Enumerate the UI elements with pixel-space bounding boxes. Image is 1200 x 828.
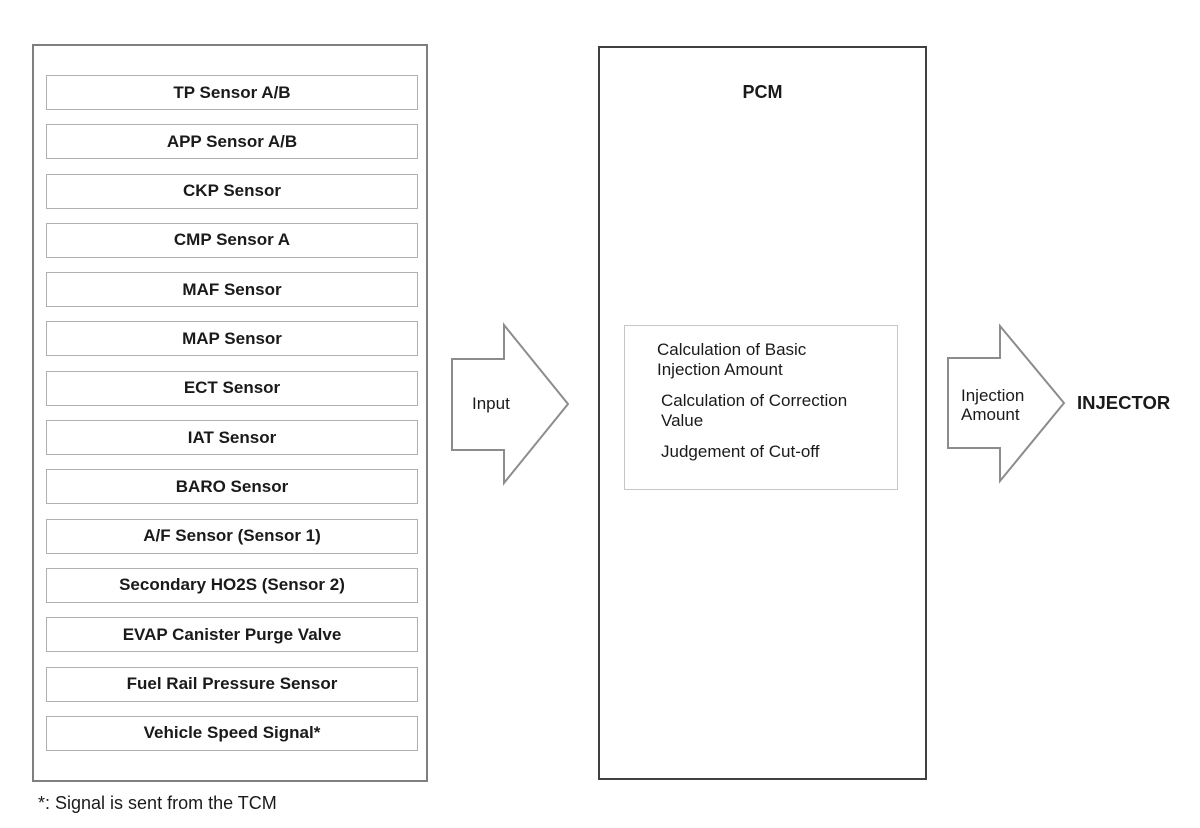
injector-label: INJECTOR [1077,392,1171,413]
sensor-label: MAF Sensor [182,279,282,299]
sensor-label: TP Sensor A/B [173,82,291,102]
sensor-box-ho2s: Secondary HO2S (Sensor 2) [46,567,418,603]
sensor-label: IAT Sensor [187,427,277,447]
sensor-label: CMP Sensor A [173,230,291,250]
sensor-box-map: MAP Sensor [46,321,418,357]
sensor-label: APP Sensor A/B [166,131,298,151]
pcm-function-basic-injection: Calculation of Basic Injection Amount [657,340,807,379]
pcm-function-box: Calculation of Basic Injection Amount Ca… [624,325,898,490]
sensor-box-cmp: CMP Sensor A [46,222,418,258]
sensor-label: MAP Sensor [182,328,282,348]
sensor-label: BARO Sensor [175,476,289,496]
injection-amount-arrow-icon [947,323,1066,484]
sensor-label: Secondary HO2S (Sensor 2) [119,575,345,595]
sensor-box-fuel-rail: Fuel Rail Pressure Sensor [46,666,418,702]
sensor-label: A/F Sensor (Sensor 1) [143,526,321,546]
sensor-label: Fuel Rail Pressure Sensor [126,674,338,694]
pcm-function-cutoff-judgement: Judgement of Cut-off [661,442,820,461]
sensor-box-vehicle-speed: Vehicle Speed Signal* [46,715,418,751]
footnote-tcm-signal: *: Signal is sent from the TCM [38,793,277,813]
pcm-panel: PCM Calculation of Basic Injection Amoun… [598,46,927,780]
injection-amount-arrow-label: Injection Amount [961,386,1025,424]
sensor-box-tp: TP Sensor A/B [46,75,418,110]
input-arrow-label: Input [472,394,510,413]
sensor-box-af: A/F Sensor (Sensor 1) [46,518,418,554]
pcm-title: PCM [742,82,783,102]
sensor-box-ect: ECT Sensor [46,370,418,406]
sensor-box-ckp: CKP Sensor [46,173,418,209]
input-arrow-icon [451,322,570,486]
pcm-function-correction-value: Calculation of Correction Value [661,391,848,430]
sensor-box-evap: EVAP Canister Purge Valve [46,617,418,653]
sensor-box-baro: BARO Sensor [46,469,418,505]
sensor-label: CKP Sensor [183,181,281,201]
sensor-label: ECT Sensor [183,378,281,398]
sensor-inputs-panel: TP Sensor A/B APP Sensor A/B CKP Sensor … [32,44,428,782]
sensor-box-maf: MAF Sensor [46,272,418,308]
sensor-label: EVAP Canister Purge Valve [122,624,342,644]
sensor-box-app: APP Sensor A/B [46,124,418,160]
sensor-box-iat: IAT Sensor [46,420,418,456]
sensor-label: Vehicle Speed Signal* [143,723,321,743]
